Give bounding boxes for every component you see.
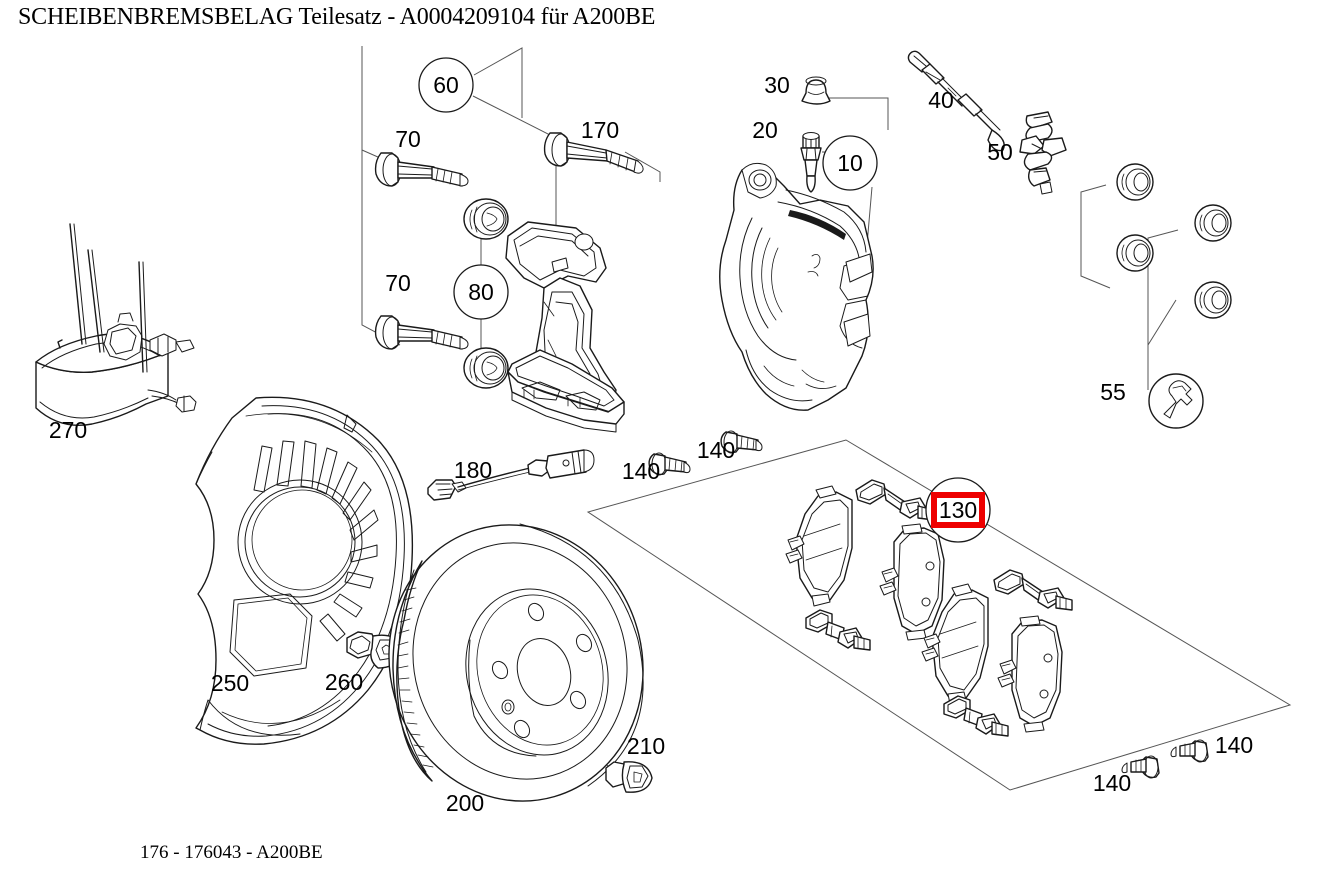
callout-label-140b: 140	[696, 437, 736, 463]
highlighted-callout-130[interactable]: 130	[931, 492, 985, 528]
part-210-locating-screw	[605, 761, 653, 793]
callout-label-50: 50	[987, 139, 1013, 165]
callout-label-80: 80	[468, 279, 494, 305]
callout-label-170: 170	[580, 117, 620, 143]
callout-label-140d: 140	[1214, 732, 1254, 758]
brake-pad	[879, 523, 945, 641]
retaining-clip	[993, 569, 1073, 611]
part-70-mounting-bolts	[374, 152, 469, 350]
part-140-pad-screws	[648, 430, 1209, 779]
part-80-guide-bushings	[463, 198, 509, 389]
part-30-bleeder-cap	[801, 76, 831, 105]
page-title: SCHEIBENBREMSBELAG Teilesatz - A00042091…	[18, 4, 656, 30]
callout-label-70a: 70	[395, 126, 421, 152]
part-20-bleeder-valve	[800, 132, 822, 193]
brake-pad	[921, 583, 989, 705]
callout-circle-60	[418, 57, 474, 113]
part-130-brake-pad-set	[785, 479, 1073, 737]
callout-label-30: 30	[764, 72, 790, 98]
part-50-retaining-spring	[1019, 111, 1067, 195]
callout-circle-80	[453, 264, 509, 320]
brake-pad	[997, 615, 1063, 733]
diagram-footer: 176 - 176043 - A200BE	[140, 842, 323, 863]
callout-label-140c: 140	[1092, 770, 1132, 796]
part-180-wear-sensor	[427, 449, 595, 501]
callout-label-55: 55	[1100, 379, 1126, 405]
part-170-long-bolt	[543, 132, 644, 174]
part-10-caliper-housing	[719, 162, 874, 411]
part-200-brake-disc	[388, 523, 644, 802]
retaining-clip	[805, 609, 871, 651]
brake-pad	[785, 485, 853, 607]
wrench-icon	[1163, 380, 1193, 419]
callout-label-60: 60	[433, 72, 459, 98]
part-40-guide-pin	[907, 50, 1005, 152]
callout-label-40: 40	[928, 87, 954, 113]
callout-label-10: 10	[837, 150, 863, 176]
part-60-caliper-bracket	[505, 221, 625, 433]
callout-label-140a: 140	[621, 458, 661, 484]
callout-label-250: 250	[210, 670, 250, 696]
callout-label-270: 270	[48, 417, 88, 443]
retaining-clip	[943, 695, 1009, 737]
callout-circle-10	[822, 135, 878, 191]
callout-label-200: 200	[445, 790, 485, 816]
part-55-bushings-and-tool	[1116, 163, 1232, 429]
callout-label-20: 20	[752, 117, 778, 143]
callout-label-70b: 70	[385, 270, 411, 296]
callout-label-180: 180	[453, 457, 493, 483]
callout-label-260: 260	[324, 669, 364, 695]
callout-label-210: 210	[626, 733, 666, 759]
part-270-hub-carrier	[35, 223, 197, 426]
